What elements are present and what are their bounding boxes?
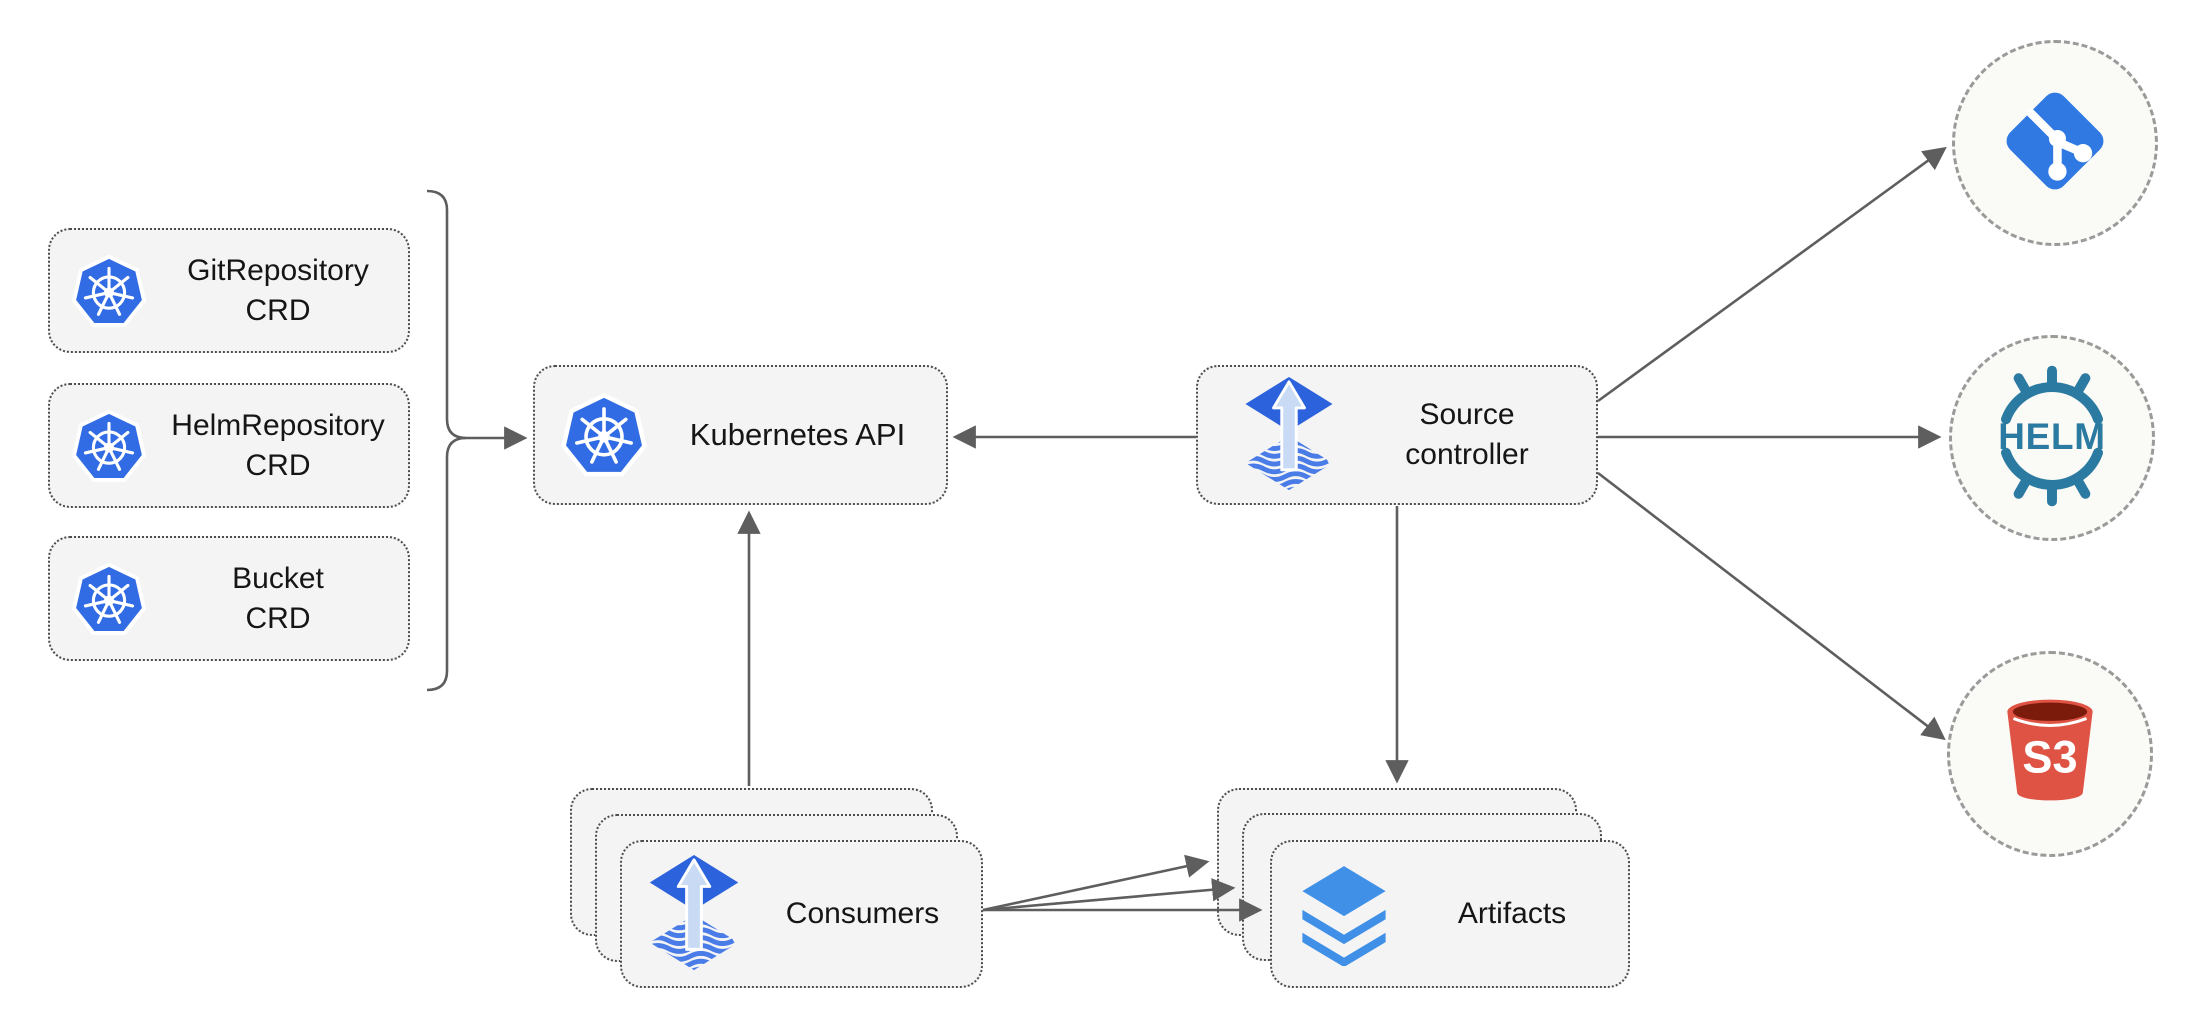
source-label-line1: Source xyxy=(1419,398,1515,432)
artifacts-label: Artifacts xyxy=(1457,897,1567,931)
crd-label-line2: CRD xyxy=(245,448,311,482)
connector-crds-bracket-lower xyxy=(426,436,467,692)
node-kubernetes-api: Kubernetes API xyxy=(533,365,948,505)
connector-source-to-git xyxy=(1597,146,1947,403)
crd-label-line1: GitRepository xyxy=(187,253,369,287)
kubernetes-icon xyxy=(559,388,649,482)
node-consumers: Consumers xyxy=(620,840,983,988)
git-icon xyxy=(1994,80,2116,207)
consumers-label: Consumers xyxy=(785,897,940,931)
endpoint-s3: S3 xyxy=(1947,651,2153,857)
connector-source-to-s3 xyxy=(1597,471,1946,741)
flux-icon xyxy=(1240,376,1338,494)
node-artifacts: Artifacts xyxy=(1270,840,1630,988)
endpoint-git xyxy=(1952,40,2158,246)
node-bucket-crd: Bucket CRD xyxy=(48,536,410,661)
crd-label-line1: Bucket xyxy=(232,561,324,595)
crd-label-line2: CRD xyxy=(245,293,311,327)
s3-icon: S3 xyxy=(1989,685,2111,824)
node-label: Consumers xyxy=(744,894,981,934)
kubernetes-icon xyxy=(70,251,148,331)
flux-icon xyxy=(644,854,744,974)
source-label-line2: controller xyxy=(1405,438,1529,471)
endpoint-helm: HELM xyxy=(1949,335,2155,541)
layers-icon xyxy=(1292,862,1396,966)
helm-label: HELM xyxy=(1998,415,2105,456)
connector-consumers-to-artifacts-middle xyxy=(982,878,1236,912)
kubernetes-icon xyxy=(70,559,148,639)
connector-crds-bracket-to-kubernetes-api xyxy=(426,189,528,450)
node-label: Source controller xyxy=(1338,395,1596,474)
node-helmrepository-crd: HelmRepository CRD xyxy=(48,383,410,508)
node-label: Kubernetes API xyxy=(649,415,946,456)
helm-icon: HELM xyxy=(1981,365,2123,512)
connector-consumers-to-artifacts-back xyxy=(982,854,1210,912)
node-gitrepository-crd: GitRepository CRD xyxy=(48,228,410,353)
node-source-controller: Source controller xyxy=(1196,365,1598,505)
kubernetes-api-label: Kubernetes API xyxy=(689,416,906,452)
node-label: Artifacts xyxy=(1396,894,1628,934)
node-label: Bucket CRD xyxy=(148,559,408,638)
s3-label: S3 xyxy=(2022,731,2077,782)
crd-label-line1: HelmRepository xyxy=(171,408,385,442)
node-label: GitRepository CRD xyxy=(148,251,408,330)
crd-label-line2: CRD xyxy=(245,601,311,635)
kubernetes-icon xyxy=(70,406,148,486)
node-label: HelmRepository CRD xyxy=(148,406,408,485)
